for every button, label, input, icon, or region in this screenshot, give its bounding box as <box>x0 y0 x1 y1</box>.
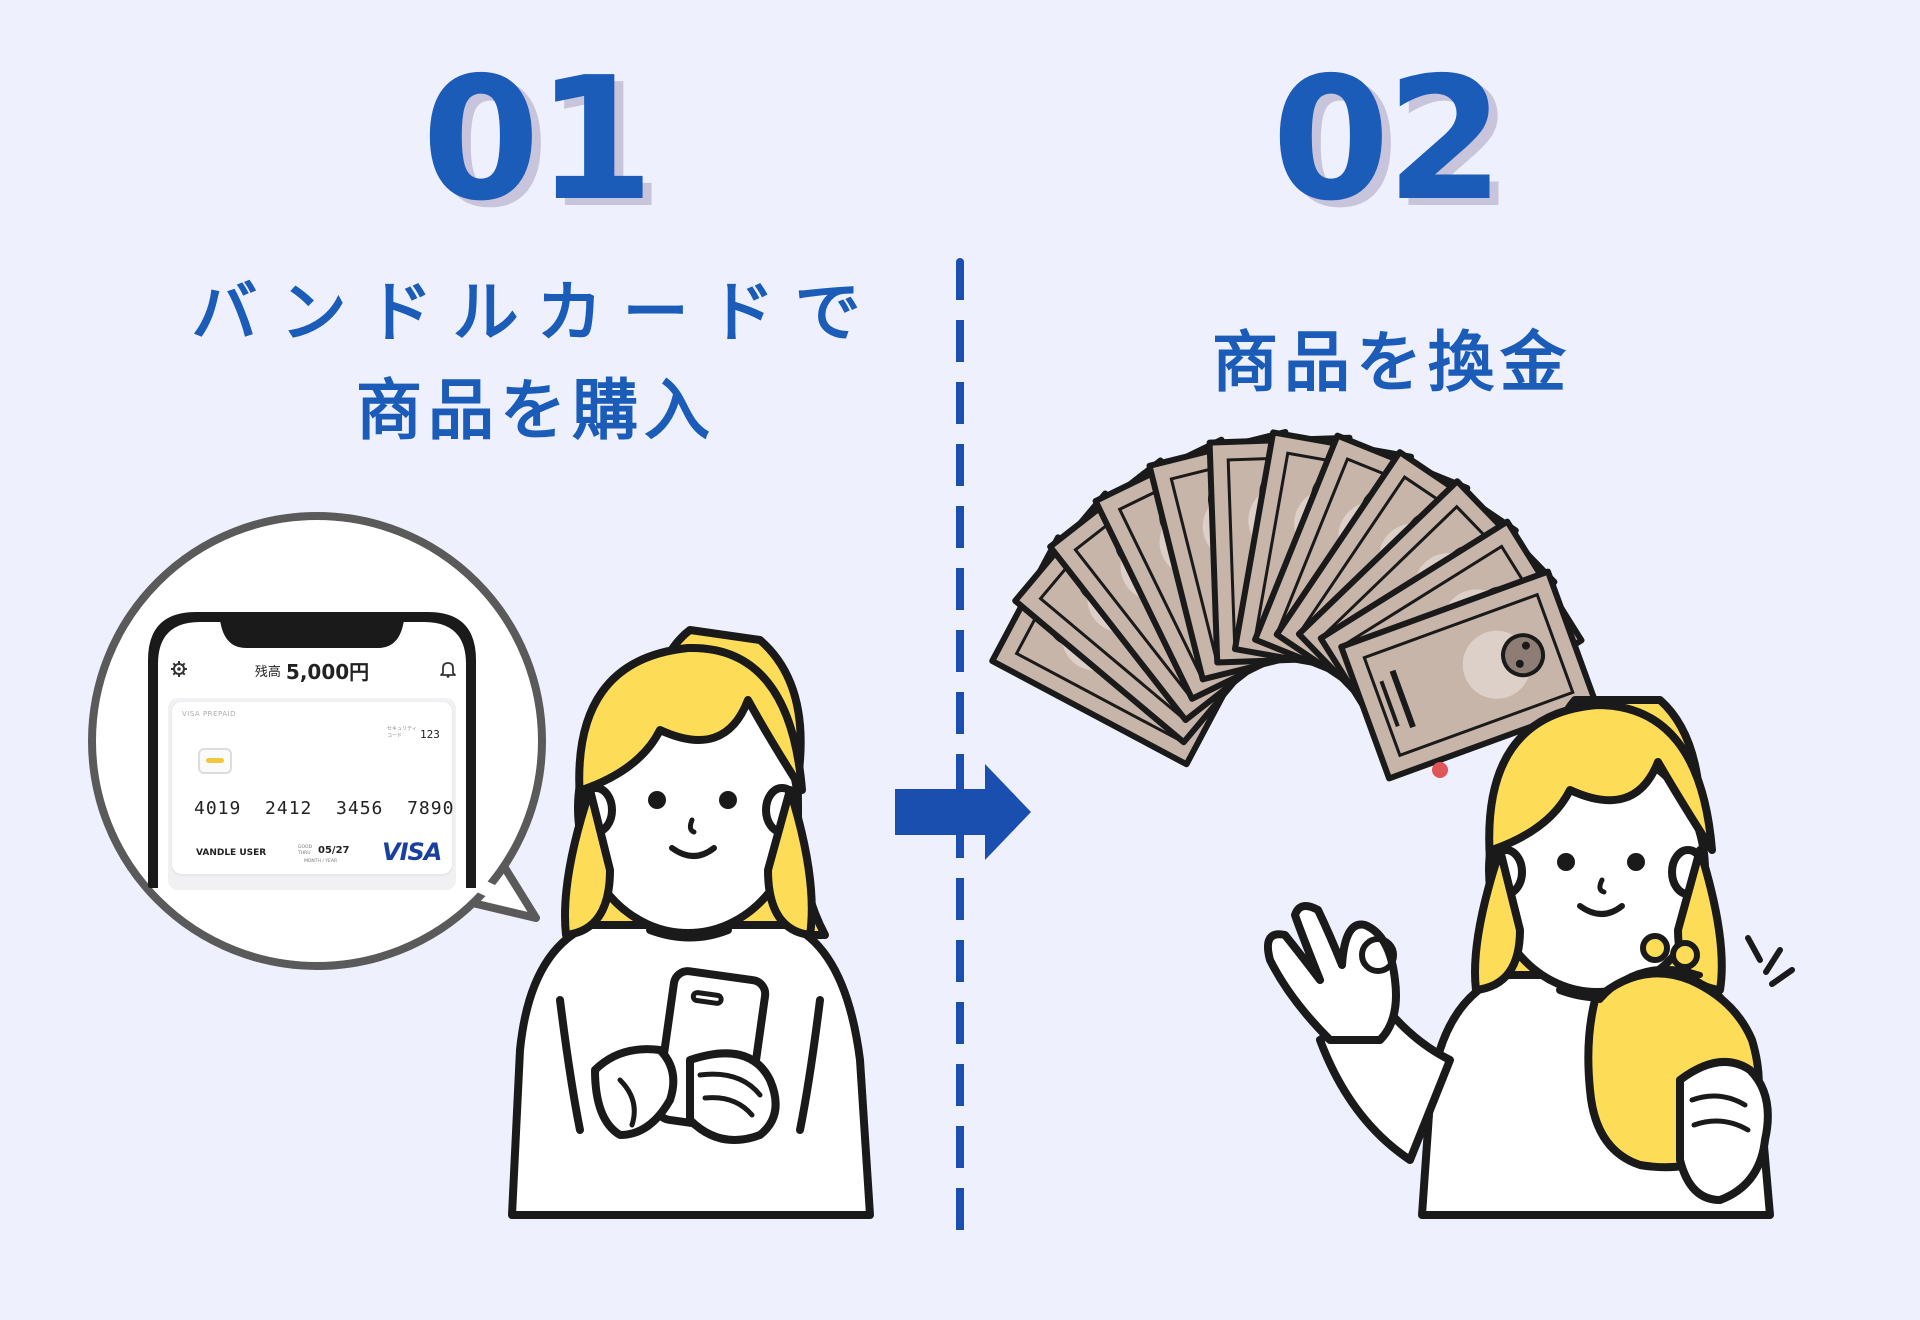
card-type-label: VISA PREPAID <box>182 710 236 718</box>
card-area: VISA PREPAID セキュリティ コード 123 4019 2412 34… <box>168 698 456 890</box>
balance-amount: 5,000円 <box>285 660 370 684</box>
card-number: 4019 2412 3456 7890 <box>194 798 455 819</box>
balance: 残高 5,000円 <box>160 656 464 685</box>
chip-icon <box>198 748 232 774</box>
step-2-number: 02 <box>1271 41 1505 239</box>
step-1-title-line-2: 商品を購入 <box>356 372 716 449</box>
balance-label: 残高 <box>254 665 281 680</box>
dashed-divider <box>956 258 964 1244</box>
visa-logo: VISA <box>382 838 442 866</box>
card-holder: VANDLE USER <box>196 848 267 858</box>
good-thru-label: GOOD THRU <box>298 845 312 857</box>
expiry: 05/27 <box>318 845 350 856</box>
security-code: 123 <box>420 728 440 741</box>
gear-icon[interactable] <box>170 660 188 678</box>
good-thru-line-2: THRU <box>298 851 311 856</box>
step-1-number: 01 <box>421 41 655 239</box>
security-label-line-2: コード <box>387 733 403 739</box>
good-thru-line-1: GOOD <box>298 845 313 850</box>
phone-screen: 残高 5,000円 VISA PREPAID セキュリティ コード 123 40… <box>160 650 464 890</box>
security-label-line-1: セキュリティ <box>387 726 417 732</box>
security-label: セキュリティ コード <box>387 726 417 740</box>
bell-icon[interactable] <box>440 660 456 678</box>
arrow-right-icon <box>895 764 1031 860</box>
step-1-title-line-1: バンドルカードで <box>191 274 881 351</box>
prepaid-card[interactable]: VISA PREPAID セキュリティ コード 123 4019 2412 34… <box>172 702 455 874</box>
expiry-caption: MONTH / YEAR <box>304 859 338 864</box>
step-2-title: 商品を換金 <box>1212 324 1572 401</box>
